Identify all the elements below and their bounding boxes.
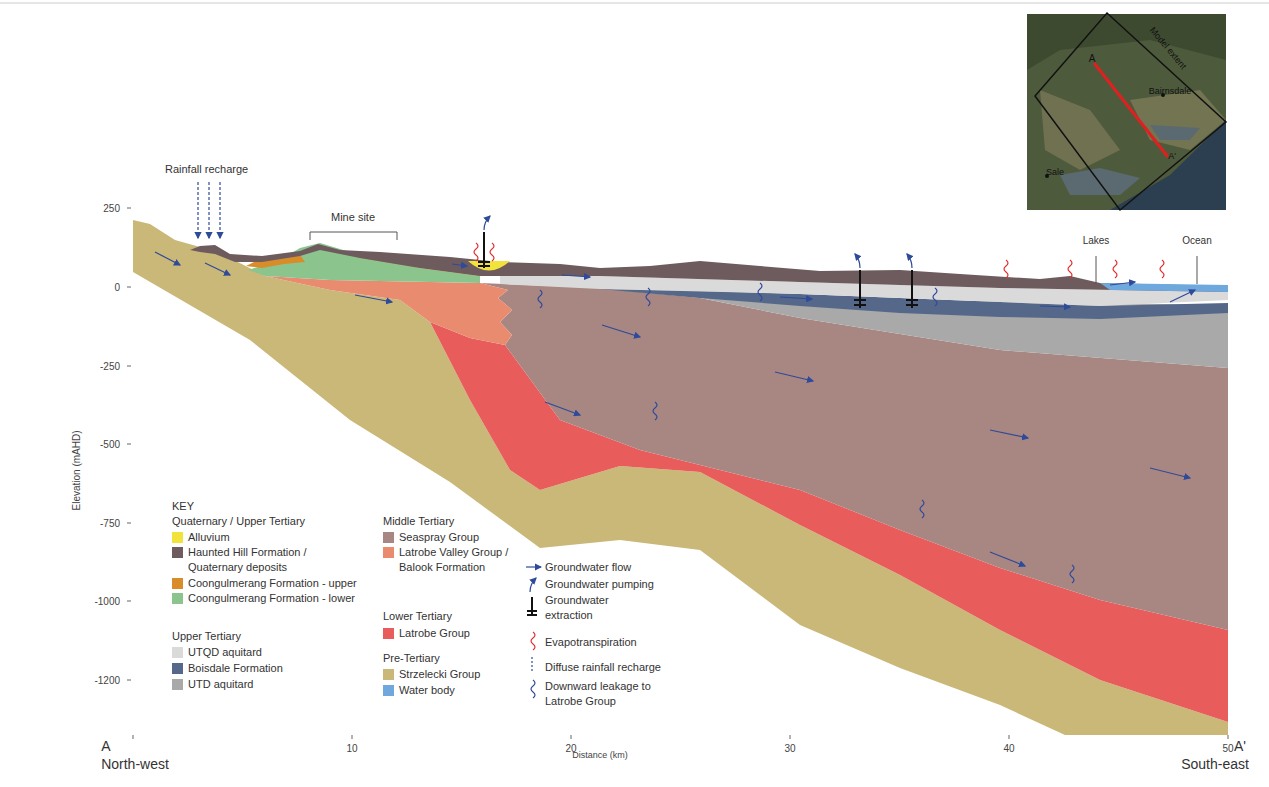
- legend-swatch: [383, 547, 394, 558]
- label: Ocean: [1182, 234, 1211, 247]
- legend-item: Coongulmerang Formation - lower: [172, 591, 388, 606]
- legend-text: Groundwater extraction: [545, 593, 640, 623]
- legend-text: Groundwater pumping: [545, 577, 705, 592]
- legend-text: Coongulmerang Formation - lower: [188, 591, 388, 606]
- legend-text: Water body: [399, 683, 539, 698]
- legend-text: Alluvium: [188, 530, 378, 545]
- legend-text: Seaspray Group: [399, 530, 539, 545]
- legend-swatch: [383, 628, 394, 639]
- legend-item: UTD aquitard: [172, 677, 378, 692]
- legend-text: Diffuse rainfall recharge: [545, 660, 705, 675]
- legend-text: Coongulmerang Formation - upper: [188, 576, 388, 591]
- legend-text: UTD aquitard: [188, 677, 378, 692]
- label: Sale: [1046, 166, 1064, 179]
- label: Quaternary / Upper Tertiary: [172, 515, 305, 528]
- label: A: [1089, 52, 1096, 65]
- legend-swatch: [172, 532, 183, 543]
- legend-text: Downward leakage to Latrobe Group: [545, 679, 655, 709]
- label: 30: [784, 742, 795, 755]
- label: A: [101, 740, 110, 753]
- legend-text: Latrobe Group: [399, 626, 539, 641]
- legend-item: Water body: [383, 683, 539, 698]
- legend-item: Groundwater extraction: [545, 593, 640, 623]
- label: 10: [346, 742, 357, 755]
- legend-swatch: [172, 547, 183, 558]
- label: -750: [100, 517, 120, 530]
- legend-text: UTQD aquitard: [188, 645, 378, 660]
- legend-text: Strzelecki Group: [399, 667, 539, 682]
- legend-item: Groundwater pumping: [545, 577, 705, 592]
- label: Bairnsdale: [1149, 85, 1192, 98]
- legend-text: Latrobe Valley Group / Balook Formation: [399, 545, 529, 575]
- legend-item: Downward leakage to Latrobe Group: [545, 679, 655, 709]
- legend-item: Boisdale Formation: [172, 661, 378, 676]
- label: 50: [1222, 742, 1233, 755]
- legend-swatch: [172, 593, 183, 604]
- label: -1000: [94, 595, 120, 608]
- label: -250: [100, 360, 120, 373]
- label: Mine site: [331, 211, 375, 224]
- label: Distance (km): [572, 749, 628, 762]
- label: Lower Tertiary: [383, 610, 452, 623]
- legend-item: Haunted Hill Formation / Quaternary depo…: [172, 545, 338, 575]
- legend-text: Boisdale Formation: [188, 661, 378, 676]
- legend-item: Strzelecki Group: [383, 667, 539, 682]
- label: A': [1168, 150, 1176, 163]
- label: South-east: [1181, 758, 1249, 771]
- legend-item: Latrobe Group: [383, 626, 539, 641]
- legend-text: Evapotranspiration: [545, 635, 705, 650]
- legend-item: Coongulmerang Formation - upper: [172, 576, 388, 591]
- label: 250: [103, 202, 120, 215]
- label: North-west: [101, 758, 169, 771]
- legend-text: Haunted Hill Formation / Quaternary depo…: [188, 545, 338, 575]
- legend-swatch: [172, 578, 183, 589]
- legend-swatch: [383, 685, 394, 696]
- legend-swatch: [172, 679, 183, 690]
- label: Upper Tertiary: [172, 630, 241, 643]
- legend-swatch: [383, 669, 394, 680]
- legend-swatch: [383, 532, 394, 543]
- label: -1200: [94, 674, 120, 687]
- legend-item: Groundwater flow: [545, 560, 705, 575]
- legend-swatch: [172, 663, 183, 674]
- legend-item: Alluvium: [172, 530, 378, 545]
- legend-swatch: [172, 647, 183, 658]
- legend-text: Groundwater flow: [545, 560, 705, 575]
- label: Middle Tertiary: [383, 515, 454, 528]
- label: A': [1234, 740, 1246, 753]
- legend-item: Evapotranspiration: [545, 635, 705, 650]
- label: Elevation (mAHD): [70, 430, 83, 510]
- label: Rainfall recharge: [165, 163, 248, 176]
- legend-item: Seaspray Group: [383, 530, 539, 545]
- label: Pre-Tertiary: [383, 652, 440, 665]
- inset-map: [1027, 13, 1226, 210]
- label: KEY: [172, 500, 194, 513]
- label: 0: [114, 281, 120, 294]
- label: Lakes: [1083, 234, 1110, 247]
- label: -500: [100, 438, 120, 451]
- legend-item: UTQD aquitard: [172, 645, 378, 660]
- legend-item: Latrobe Valley Group / Balook Formation: [383, 545, 529, 575]
- label: 40: [1003, 742, 1014, 755]
- legend-item: Diffuse rainfall recharge: [545, 660, 705, 675]
